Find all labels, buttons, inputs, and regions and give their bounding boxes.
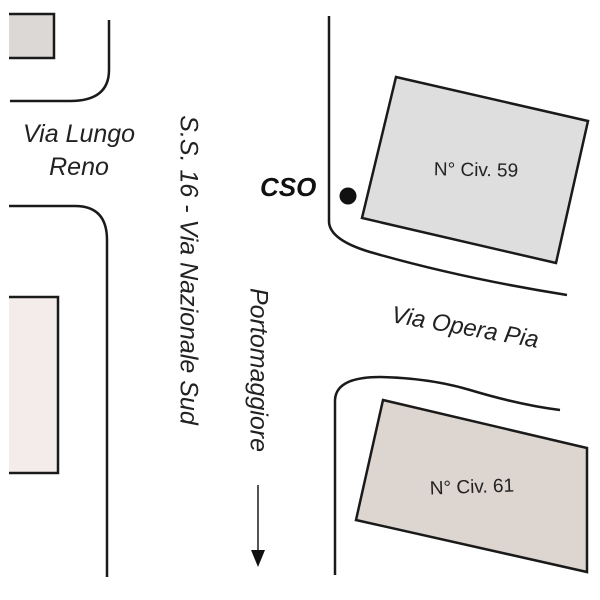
road-edge-left (9, 204, 109, 577)
cso-marker-dot (339, 187, 357, 205)
road-edge-bottom-right (333, 375, 561, 575)
direction-arrow-head (251, 550, 265, 567)
building-label-civ-59: N° Civ. 59 (433, 159, 519, 182)
street-label-nazionale: S.S. 16 - Via Nazionale Sud (174, 115, 203, 425)
direction-label-portomaggiore: Portomaggiore (244, 288, 273, 452)
street-label-lungo-reno-line2: Reno (49, 153, 109, 181)
building-civ-61 (354, 398, 589, 574)
street-label-lungo-reno-line1: Via Lungo (22, 120, 136, 148)
building-civ-59 (360, 75, 590, 265)
street-label-lungo-reno: Via Lungo Reno (0, 118, 158, 184)
building-top-left (9, 12, 56, 60)
building-label-civ-61: N° Civ. 61 (429, 475, 515, 500)
road-edge-top-right (327, 16, 568, 297)
marker-label-cso: CSO (260, 172, 317, 202)
road-edge-top-left (10, 20, 111, 103)
building-left (9, 295, 60, 475)
